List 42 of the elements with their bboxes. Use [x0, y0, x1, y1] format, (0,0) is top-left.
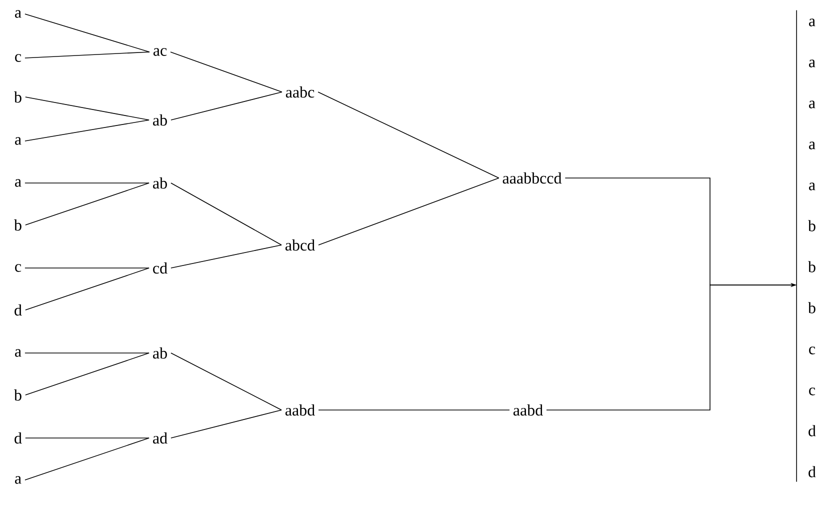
connector-line: [170, 352, 282, 410]
merged-string: cd: [153, 262, 168, 274]
connector-line: [170, 182, 282, 246]
connector-line: [25, 96, 150, 120]
connector-line: [170, 52, 282, 92]
merged-string: ad: [153, 432, 168, 444]
input-letter: b: [14, 389, 22, 401]
connector-line: [170, 410, 282, 438]
connector-line: [25, 182, 150, 226]
merged-string: aabd: [513, 404, 543, 416]
input-letter: b: [14, 219, 22, 231]
connector-line: [24, 120, 150, 142]
connector-line: [170, 244, 282, 268]
connector-line: [318, 178, 500, 246]
connector-line: [24, 438, 150, 480]
connector-line: [24, 182, 150, 184]
sorted-column: a a a a a b b b c c d d: [796, 10, 816, 482]
merged-string: abcd: [285, 239, 315, 251]
connector-line: [24, 14, 150, 52]
input-letter: d: [14, 304, 22, 316]
input-letter: d: [14, 432, 22, 444]
input-letter: a: [15, 179, 22, 187]
input-letter: a: [15, 137, 22, 145]
input-letter: c: [15, 54, 22, 62]
connector-line: [24, 52, 150, 58]
connector-line: [318, 92, 500, 178]
input-letter: c: [15, 264, 22, 272]
merged-string: aaabbccd: [502, 172, 562, 184]
merged-string: ac: [153, 48, 167, 56]
merged-string: ab: [153, 347, 167, 359]
connector-line: [24, 352, 150, 354]
merged-string: ab: [153, 177, 167, 189]
connector-line: [25, 352, 150, 396]
input-letter: a: [15, 10, 22, 18]
input-letter: a: [15, 476, 22, 484]
connector-line: [170, 92, 282, 120]
merged-string: aabd: [285, 404, 315, 416]
input-letter: a: [15, 349, 22, 357]
input-letter: b: [14, 91, 22, 103]
merged-string: aabc: [286, 86, 314, 98]
connector-line: [25, 268, 150, 310]
merged-string: ab: [153, 114, 167, 126]
